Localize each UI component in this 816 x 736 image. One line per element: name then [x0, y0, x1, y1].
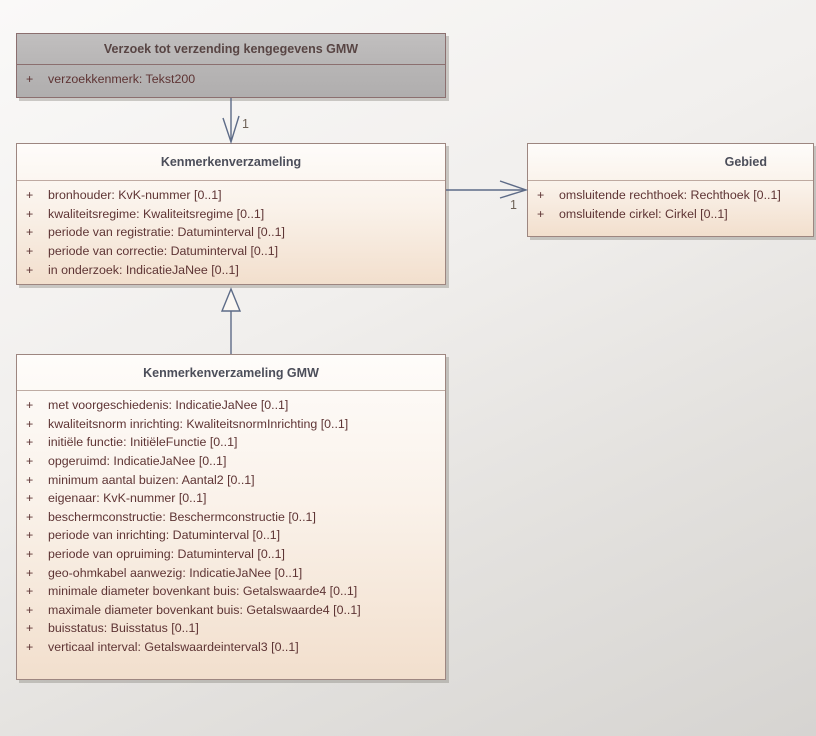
visibility-symbol: +: [537, 206, 545, 221]
visibility-symbol: +: [26, 472, 34, 487]
visibility-symbol: +: [537, 188, 545, 203]
attribute-row: + maximale diameter bovenkant buis: Geta…: [17, 601, 445, 620]
visibility-symbol: +: [26, 528, 34, 543]
visibility-symbol: +: [26, 565, 34, 580]
visibility-symbol: +: [26, 206, 34, 221]
attribute-row: + periode van correctie: Datuminterval […: [17, 242, 445, 261]
attribute-row: + minimale diameter bovenkant buis: Geta…: [17, 582, 445, 601]
attribute-row: + kwaliteitsregime: Kwaliteitsregime [0.…: [17, 205, 445, 224]
attribute-text: periode van inrichting: Datuminterval [0…: [48, 528, 281, 543]
visibility-symbol: +: [26, 225, 34, 240]
attribute-row: + beschermconstructie: Beschermconstruct…: [17, 508, 445, 527]
attribute-row: + eigenaar: KvK-nummer [0..1]: [17, 489, 445, 508]
class-title: Gebied: [528, 144, 813, 181]
hollow-triangle-arrowhead-icon: [220, 287, 242, 312]
attribute-text: kwaliteitsnorm inrichting: Kwaliteitsnor…: [48, 416, 349, 431]
visibility-symbol: +: [26, 621, 34, 636]
visibility-symbol: +: [26, 584, 34, 599]
class-gebied[interactable]: Gebied + omsluitende rechthoek: Rechthoe…: [527, 143, 814, 237]
attribute-text: verticaal interval: Getalswaardeinterval…: [48, 640, 299, 655]
attribute-text: minimale diameter bovenkant buis: Getals…: [48, 584, 358, 599]
attribute-row: + periode van registratie: Datuminterval…: [17, 223, 445, 242]
attribute-row: + kwaliteitsnorm inrichting: Kwaliteitsn…: [17, 415, 445, 434]
visibility-symbol: +: [26, 435, 34, 450]
visibility-symbol: +: [26, 244, 34, 259]
attribute-row: + initiële functie: InitiëleFunctie [0..…: [17, 433, 445, 452]
attribute-text: buisstatus: Buisstatus [0..1]: [48, 621, 199, 636]
visibility-symbol: +: [26, 454, 34, 469]
visibility-symbol: +: [26, 547, 34, 562]
attribute-row: + minimum aantal buizen: Aantal2 [0..1]: [17, 470, 445, 489]
attribute-text: omsluitende rechthoek: Rechthoek [0..1]: [559, 188, 781, 203]
attribute-text: beschermconstructie: Beschermconstructie…: [48, 509, 316, 524]
visibility-symbol: +: [26, 491, 34, 506]
attribute-text: verzoekkenmerk: Tekst200: [48, 72, 196, 87]
attribute-text: initiële functie: InitiëleFunctie [0..1]: [48, 435, 238, 450]
class-title: Verzoek tot verzending kengegevens GMW: [17, 34, 445, 65]
attribute-row: + bronhouder: KvK-nummer [0..1]: [17, 186, 445, 205]
attribute-row: + omsluitende cirkel: Cirkel [0..1]: [528, 205, 813, 224]
multiplicity-label: 1: [510, 198, 517, 212]
attribute-row: + omsluitende rechthoek: Rechthoek [0..1…: [528, 186, 813, 205]
attribute-text: geo-ohmkabel aanwezig: IndicatieJaNee [0…: [48, 565, 303, 580]
attribute-text: met voorgeschiedenis: IndicatieJaNee [0.…: [48, 398, 289, 413]
attribute-text: periode van opruiming: Datuminterval [0.…: [48, 547, 285, 562]
attribute-text: bronhouder: KvK-nummer [0..1]: [48, 188, 222, 203]
attribute-row: + geo-ohmkabel aanwezig: IndicatieJaNee …: [17, 563, 445, 582]
visibility-symbol: +: [26, 262, 34, 277]
attribute-list: + omsluitende rechthoek: Rechthoek [0..1…: [528, 181, 813, 223]
visibility-symbol: +: [26, 509, 34, 524]
attribute-row: + in onderzoek: IndicatieJaNee [0..1]: [17, 260, 445, 279]
visibility-symbol: +: [26, 188, 34, 203]
attribute-text: maximale diameter bovenkant buis: Getals…: [48, 602, 361, 617]
class-verzoek-tot-verzending-kengegevens-gmw[interactable]: Verzoek tot verzending kengegevens GMW +…: [16, 33, 446, 98]
attribute-row: + opgeruimd: IndicatieJaNee [0..1]: [17, 452, 445, 471]
attribute-text: minimum aantal buizen: Aantal2 [0..1]: [48, 472, 255, 487]
attribute-text: periode van registratie: Datuminterval […: [48, 225, 285, 240]
attribute-text: eigenaar: KvK-nummer [0..1]: [48, 491, 207, 506]
visibility-symbol: +: [26, 640, 34, 655]
class-kenmerkenverzameling[interactable]: Kenmerkenverzameling + bronhouder: KvK-n…: [16, 143, 446, 285]
multiplicity-label: 1: [242, 117, 249, 131]
class-title: Kenmerkenverzameling: [17, 144, 445, 181]
class-kenmerkenverzameling-gmw[interactable]: Kenmerkenverzameling GMW + met voorgesch…: [16, 354, 446, 680]
generalization-gmw-to-kenmerkenverzameling[interactable]: [220, 287, 242, 354]
visibility-symbol: +: [26, 602, 34, 617]
attribute-list: + verzoekkenmerk: Tekst200: [17, 65, 445, 89]
open-arrowhead-icon: [222, 115, 240, 145]
attribute-text: omsluitende cirkel: Cirkel [0..1]: [559, 206, 728, 221]
attribute-row: + periode van inrichting: Datuminterval …: [17, 526, 445, 545]
attribute-row: + buisstatus: Buisstatus [0..1]: [17, 619, 445, 638]
attribute-text: opgeruimd: IndicatieJaNee [0..1]: [48, 454, 227, 469]
visibility-symbol: +: [26, 72, 34, 87]
attribute-text: in onderzoek: IndicatieJaNee [0..1]: [48, 262, 239, 277]
attribute-row: + periode van opruiming: Datuminterval […: [17, 545, 445, 564]
attribute-row: + verzoekkenmerk: Tekst200: [17, 70, 445, 89]
attribute-row: + verticaal interval: Getalswaardeinterv…: [17, 638, 445, 657]
attribute-text: periode van correctie: Datuminterval [0.…: [48, 244, 279, 259]
attribute-text: kwaliteitsregime: Kwaliteitsregime [0..1…: [48, 206, 265, 221]
attribute-list: + bronhouder: KvK-nummer [0..1] + kwalit…: [17, 181, 445, 279]
open-arrowhead-icon: [499, 180, 529, 199]
association-verzoek-to-kenmerkenverzameling[interactable]: [222, 98, 240, 145]
attribute-row: + met voorgeschiedenis: IndicatieJaNee […: [17, 396, 445, 415]
class-title: Kenmerkenverzameling GMW: [17, 355, 445, 391]
association-kenmerkenverzameling-to-gebied[interactable]: [446, 180, 529, 199]
visibility-symbol: +: [26, 398, 34, 413]
visibility-symbol: +: [26, 416, 34, 431]
attribute-list: + met voorgeschiedenis: IndicatieJaNee […: [17, 391, 445, 656]
